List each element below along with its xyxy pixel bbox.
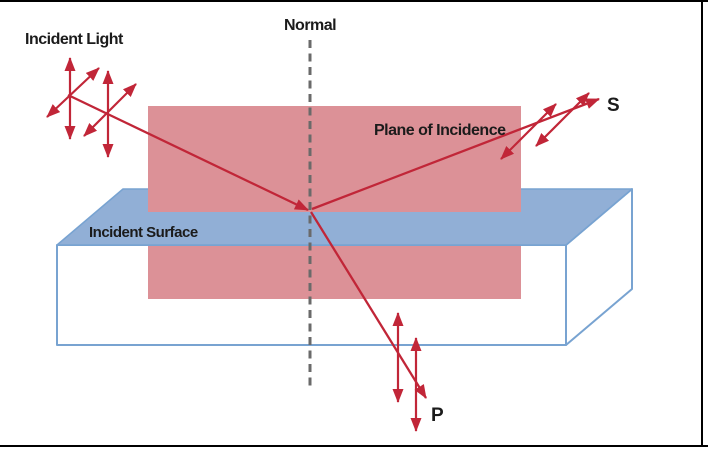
incident-diagonal-arrow-2 [83, 83, 137, 137]
s-polarization-label: S [607, 95, 619, 116]
refracted-ray [310, 211, 427, 399]
normal-label: Normal [284, 17, 336, 34]
incident-ray-group [46, 57, 309, 212]
plane-of-incidence-lower [148, 246, 521, 299]
reflected-ray-group [311, 92, 600, 211]
incident-light-label: Incident Light [25, 31, 124, 48]
plane-of-incidence-upper [148, 106, 521, 212]
p-polarization-label: P [431, 405, 444, 426]
incident-surface-label: Incident Surface [89, 224, 198, 241]
s-polarization-arrow-2 [535, 92, 590, 147]
refracted-ray-group [310, 211, 427, 432]
plane-of-incidence-label: Plane of Incidence [374, 122, 506, 139]
incident-diagonal-arrow-1 [46, 67, 100, 118]
